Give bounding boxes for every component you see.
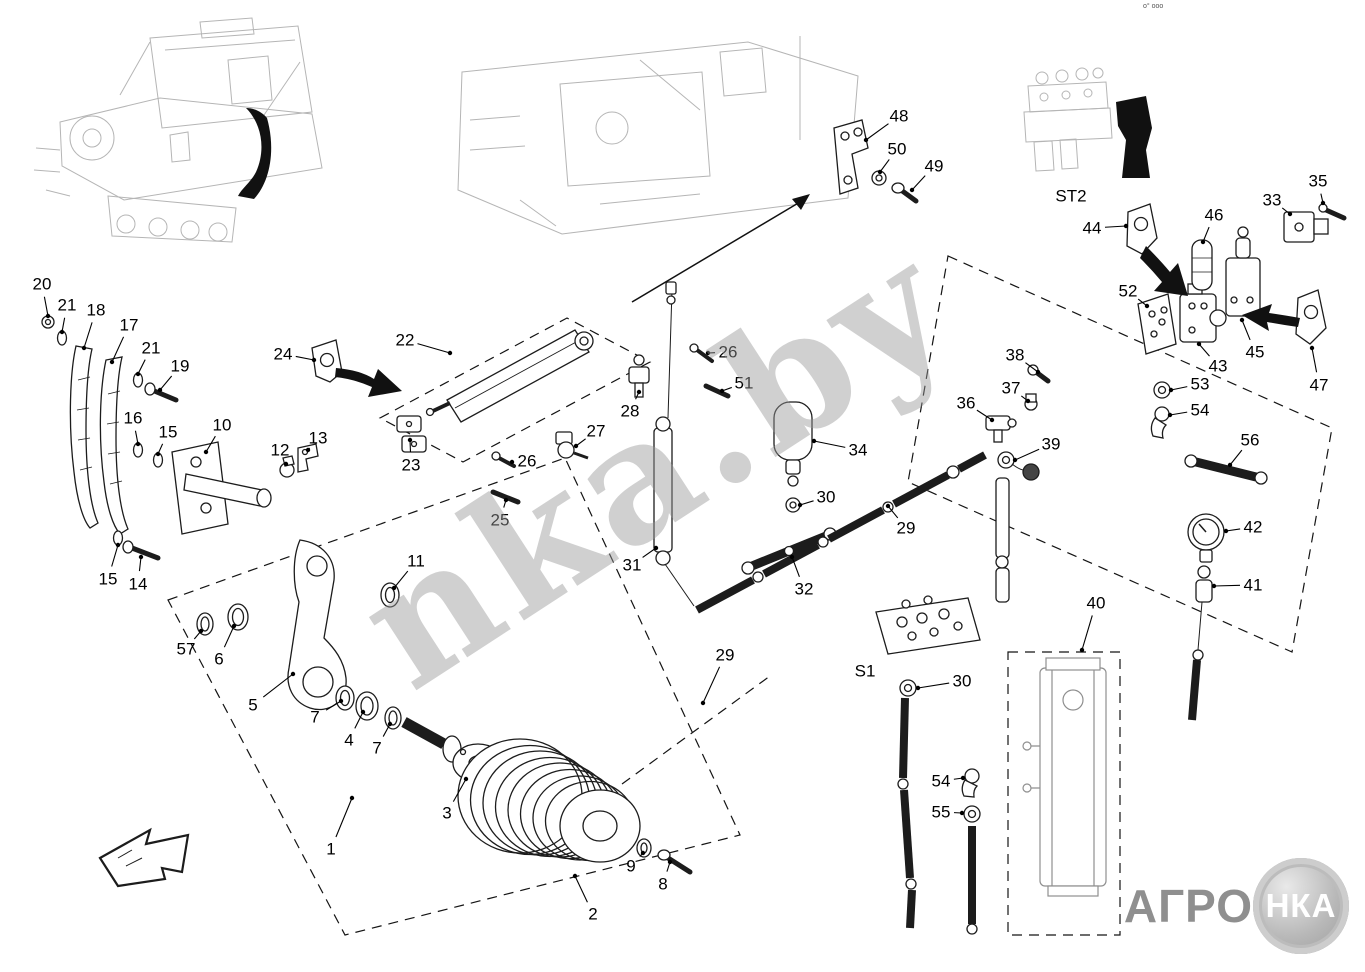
belt-shape bbox=[238, 108, 272, 199]
parts-linework bbox=[41, 119, 1347, 935]
black-arrow-right bbox=[335, 368, 402, 397]
reference-arrow-line bbox=[631, 201, 801, 303]
black-arrow-down-right bbox=[1140, 246, 1188, 296]
machine-sketch-center bbox=[457, 36, 859, 235]
corner-mark: o° ooo bbox=[1143, 3, 1164, 10]
black-highlight-shapes bbox=[238, 96, 1300, 397]
logo-text-agro: АГРО bbox=[1123, 880, 1253, 932]
brand-logo: АГРО НКА bbox=[1124, 858, 1349, 954]
black-arrow-left bbox=[1242, 304, 1300, 331]
st2-manifold-sketch bbox=[1023, 67, 1113, 172]
machine-sketch-left bbox=[33, 17, 323, 243]
cylinder-40-sketch bbox=[1022, 657, 1107, 897]
reference-arrowhead bbox=[792, 194, 810, 210]
logo-text-nka: НКА bbox=[1265, 887, 1337, 924]
logo-circle: НКА bbox=[1253, 858, 1349, 954]
hand-shape bbox=[1116, 96, 1152, 178]
